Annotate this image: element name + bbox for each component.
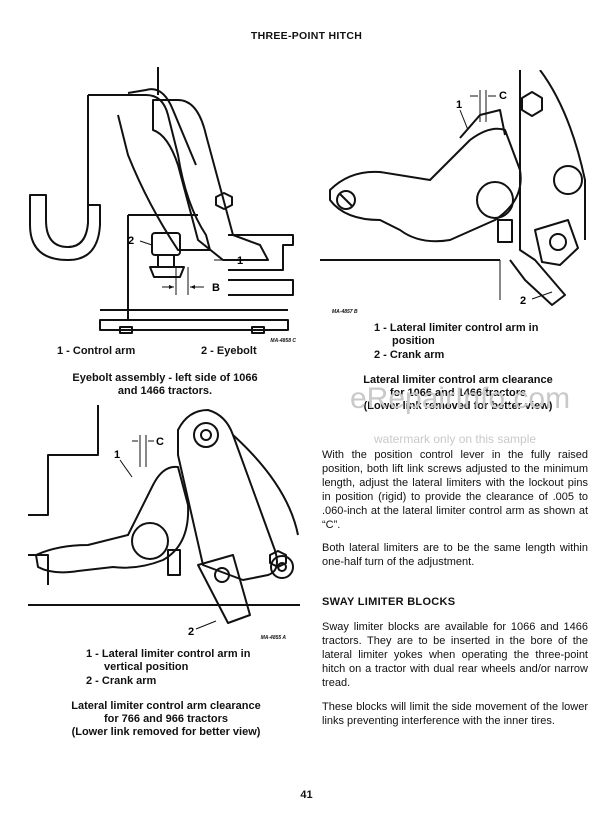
figure-eyebolt-assembly: 1 2 B MA-4858 C (28, 55, 300, 347)
callout-1: 1 (456, 99, 462, 111)
figure1-legend-item1: 1 - Control arm (57, 345, 136, 357)
limiter-766-drawing: 1 C 2 (28, 405, 300, 638)
figure-limiter-1066: 1 C 2 MA-4857 B (320, 70, 592, 320)
legend-line: 1 - Lateral limiter control arm in (374, 322, 539, 334)
legend-line: vertical position (104, 661, 189, 673)
callout-1: 1 (114, 449, 120, 461)
caption-line: (Lower link removed for better view) (71, 726, 261, 738)
caption-line: Lateral limiter control arm clearance (363, 374, 553, 386)
callout-1: 1 (237, 255, 243, 267)
figure-reference-code: MA-4858 C (270, 338, 296, 344)
caption-line: Eyebolt assembly - left side of 1066 (72, 372, 258, 384)
watermark-site: eRepairInfo.com (350, 382, 571, 415)
callout-2: 2 (520, 295, 526, 307)
paragraph-limiter-length: Both lateral limiters are to be the same… (322, 542, 588, 568)
legend-line: position (392, 335, 435, 347)
legend-line: 1 - Lateral limiter control arm in (86, 648, 251, 660)
figure3-caption: Lateral limiter control arm clearance fo… (30, 700, 302, 739)
caption-line: for 1066 and 1466 tractors (389, 387, 527, 399)
page-number: 41 (300, 789, 313, 801)
paragraph-sway-blocks: Sway limiter blocks are available for 10… (322, 621, 588, 689)
figure-reference-code: MA-4855 A (260, 635, 286, 641)
figure-limiter-766: 1 C 2 MA-4855 A (28, 395, 300, 645)
callout-2: 2 (188, 626, 194, 638)
figure1-legend-item2: 2 - Eyebolt (201, 345, 257, 357)
callout-b: B (212, 282, 220, 294)
limiter-1066-drawing: 1 C 2 (320, 70, 586, 307)
caption-line: and 1466 tractors. (117, 385, 213, 397)
paragraph-sway-limit: These blocks will limit the side movemen… (322, 701, 588, 727)
figure1-caption: Eyebolt assembly - left side of 1066 and… (30, 372, 300, 398)
section-heading-sway-limiter: SWAY LIMITER BLOCKS (322, 596, 456, 608)
caption-line: for 766 and 966 tractors (103, 713, 229, 725)
eyebolt-assembly-drawing: 1 2 B (29, 67, 294, 334)
caption-line: (Lower link removed for better view) (363, 400, 553, 412)
page-header: THREE-POINT HITCH (250, 30, 363, 42)
caption-line: Lateral limiter control arm clearance (71, 700, 261, 712)
figure2-legend-item1: 1 - Lateral limiter control arm in posit… (374, 322, 538, 348)
paragraph-clearance-procedure: With the position control lever in the f… (322, 449, 588, 531)
figure3-legend-item2: 2 - Crank arm (86, 675, 157, 687)
figure-reference-code: MA-4857 B (332, 309, 358, 315)
figure3-legend-item1: 1 - Lateral limiter control arm in verti… (86, 648, 250, 674)
figure2-legend-item2: 2 - Crank arm (374, 349, 445, 361)
callout-2: 2 (128, 235, 134, 247)
callout-c: C (499, 90, 507, 102)
watermark-notice: watermark only on this sample (374, 432, 537, 446)
figure2-caption: Lateral limiter control arm clearance fo… (322, 374, 594, 413)
callout-c: C (156, 436, 164, 448)
